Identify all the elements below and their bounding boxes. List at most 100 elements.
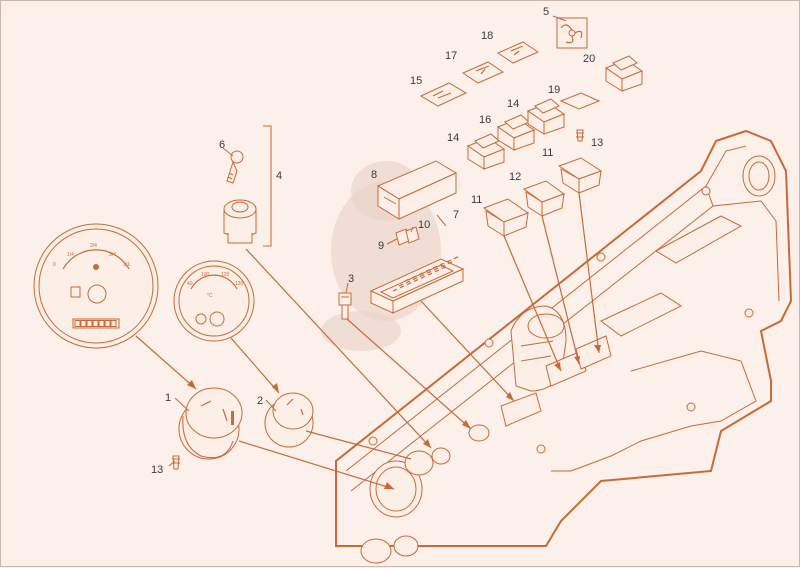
callout-16: 16 <box>479 114 491 126</box>
callout-12: 12 <box>509 171 521 183</box>
callout-18: 18 <box>481 30 493 42</box>
callout-4: 4 <box>276 170 282 182</box>
sticker-15-wiper <box>419 82 468 107</box>
part-label-plate-19 <box>559 92 601 110</box>
assembly-lines <box>135 192 600 490</box>
callout-11-left: 11 <box>471 194 482 206</box>
callout-17: 17 <box>445 50 457 62</box>
grille-slot <box>453 256 459 260</box>
temperature-gauge-detail: 40 100 120 130 °C <box>173 260 255 342</box>
callout-labels: 1 2 3 4 5 6 7 8 9 10 11 11 12 13 13 14 1… <box>151 6 603 476</box>
grille-slot <box>433 267 439 271</box>
grille-slot <box>419 274 425 277</box>
callout-13-left: 13 <box>151 464 163 476</box>
grille-slot <box>420 275 426 279</box>
callout-14-right: 14 <box>507 98 519 110</box>
part-cover-11-right <box>557 157 603 194</box>
grille-slot <box>404 278 410 282</box>
grille-slot <box>446 259 452 263</box>
hour-counter <box>72 318 120 329</box>
part-vent-grille-7 <box>369 256 465 314</box>
grille-slot <box>398 283 404 287</box>
counter-digit-cell <box>86 320 93 327</box>
part-rocker-switch-16 <box>496 114 536 151</box>
worklight-symbol-icon <box>510 45 524 56</box>
counter-digit-cell <box>92 320 99 327</box>
fuel-tick-three-quarter: 3/4 <box>109 252 116 258</box>
washer-symbol-icon <box>475 65 490 75</box>
callout-9: 9 <box>378 240 384 252</box>
part-gauge-body-2 <box>264 392 314 448</box>
bracket-4 <box>263 125 272 247</box>
grille-slot <box>412 277 418 281</box>
temp-tick-130: 130 <box>235 281 244 287</box>
callout-2: 2 <box>257 395 263 407</box>
part-rocker-switch-14-left <box>466 133 506 170</box>
callout-14-left: 14 <box>447 132 459 144</box>
counter-digit-cell <box>80 320 87 327</box>
callout-11-right: 11 <box>542 147 553 159</box>
grille-slot <box>434 269 440 273</box>
callout-8: 8 <box>371 169 377 181</box>
temp-unit: °C <box>207 293 213 299</box>
callout-13-right: 13 <box>591 137 603 149</box>
part-tray-lid-8 <box>376 160 458 220</box>
part-gauge-body-1 <box>178 387 243 460</box>
counter-digit-cell <box>110 320 117 327</box>
part-ignition-switch <box>223 199 257 244</box>
callout-15: 15 <box>410 75 422 87</box>
callout-leaders <box>168 15 567 467</box>
wiper-symbol-icon <box>432 90 452 99</box>
grille-slot <box>411 275 417 279</box>
counter-digit-cell <box>104 320 111 327</box>
counter-digit-cell <box>98 320 105 327</box>
grille-slot <box>399 285 405 289</box>
grille-slot <box>425 269 431 272</box>
part-sensor-3 <box>338 292 352 320</box>
fuel-tick-0: 0 <box>53 262 56 268</box>
grille-slot <box>447 261 453 265</box>
grille-slot <box>418 272 424 276</box>
part-cover-11-left <box>482 198 530 237</box>
grille-slot <box>432 265 438 269</box>
callout-19: 19 <box>548 84 560 96</box>
part-rocker-switch-20 <box>604 55 644 92</box>
callout-3: 3 <box>348 273 354 285</box>
temp-tick-40: 40 <box>187 281 193 287</box>
callout-6: 6 <box>219 139 225 151</box>
sticker-5-fan <box>556 17 588 49</box>
temp-tick-120: 120 <box>221 272 230 278</box>
grille-slot <box>441 266 447 270</box>
temperature-icon <box>195 313 207 325</box>
part-cover-12 <box>522 180 566 217</box>
grille-slot <box>426 270 432 274</box>
fuel-tick-full: 1/1 <box>123 262 130 268</box>
grille-slot <box>392 288 398 292</box>
fan-symbol-icon <box>560 24 583 44</box>
grille-slot <box>440 264 446 268</box>
fuel-pump-icon <box>70 286 81 298</box>
callout-5: 5 <box>543 6 549 18</box>
dashboard-panel <box>335 129 793 564</box>
temp-tick-100: 100 <box>201 272 210 278</box>
grille-slot <box>405 280 411 284</box>
sticker-18-worklight <box>496 41 540 64</box>
sticker-17-washer <box>461 61 505 84</box>
arrow-heads <box>187 345 601 489</box>
callout-20: 20 <box>583 53 595 65</box>
fuel-tick-half: 2/4 <box>90 243 97 249</box>
callout-1: 1 <box>165 392 171 404</box>
counter-digit-cell <box>74 320 81 327</box>
grille-slot <box>413 279 419 282</box>
fuel-tick-quarter: 1/4 <box>67 252 74 258</box>
callout-7: 7 <box>453 209 459 221</box>
grille-slot <box>439 262 445 266</box>
fuel-gauge-detail: 0 2/4 1/4 3/4 1/1 <box>33 223 159 349</box>
part-ignition-key <box>226 150 244 184</box>
part-screw-13-right <box>576 129 584 142</box>
part-rocker-switch-14-right <box>526 98 566 135</box>
grille-slot <box>427 272 433 276</box>
grille-slot <box>406 282 412 286</box>
